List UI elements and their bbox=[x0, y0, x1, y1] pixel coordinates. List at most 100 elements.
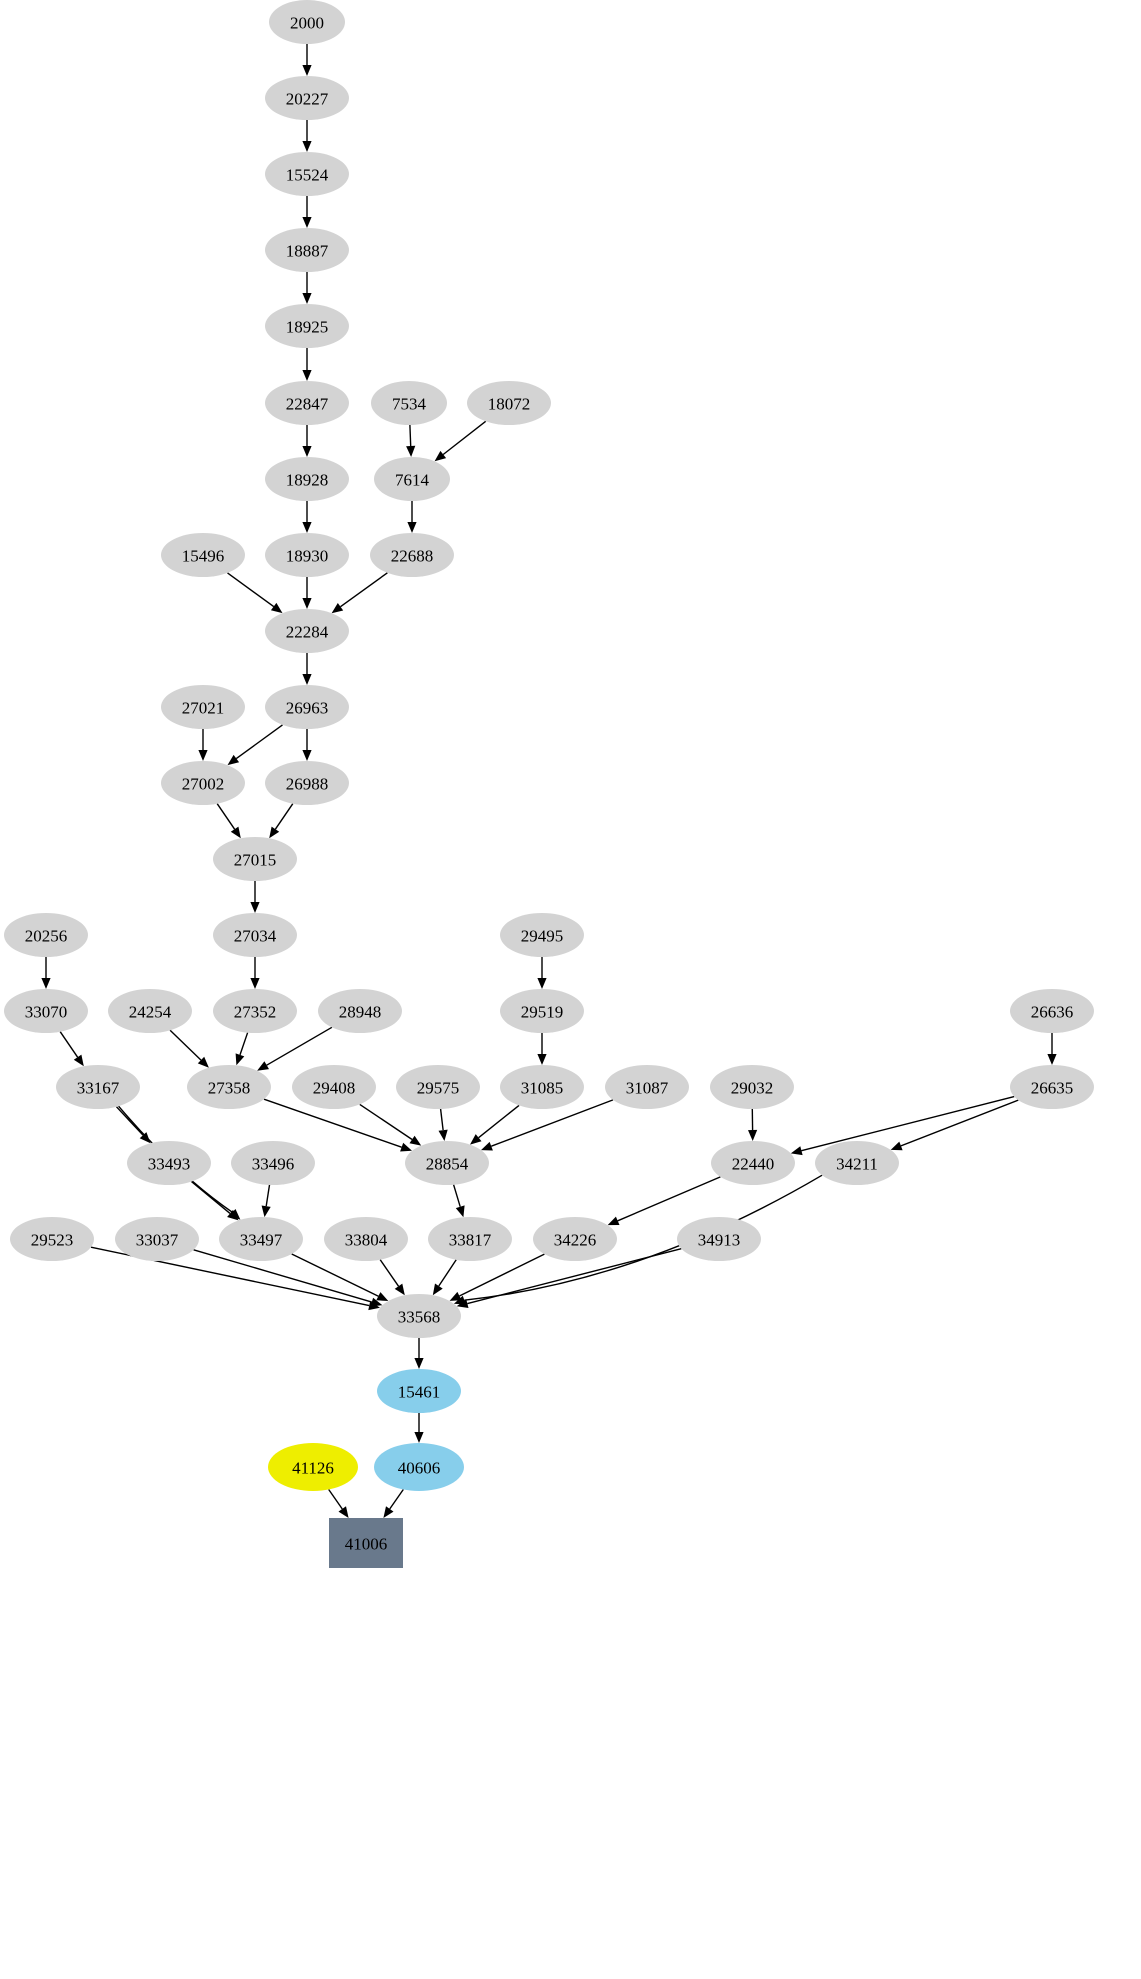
node-shape-26988[interactable] bbox=[265, 761, 349, 805]
node-shape-15461[interactable] bbox=[377, 1369, 461, 1413]
node-shape-29523[interactable] bbox=[10, 1217, 94, 1261]
node-shape-33167[interactable] bbox=[56, 1065, 140, 1109]
node-22847[interactable]: 22847 bbox=[265, 381, 349, 425]
node-27358[interactable]: 27358 bbox=[187, 1065, 271, 1109]
node-26635[interactable]: 26635 bbox=[1010, 1065, 1094, 1109]
node-shape-7534[interactable] bbox=[371, 381, 447, 425]
node-41006[interactable]: 41006 bbox=[329, 1518, 403, 1568]
node-shape-18887[interactable] bbox=[265, 228, 349, 272]
node-shape-18928[interactable] bbox=[265, 457, 349, 501]
node-shape-27015[interactable] bbox=[213, 837, 297, 881]
node-shape-22847[interactable] bbox=[265, 381, 349, 425]
node-shape-33070[interactable] bbox=[4, 989, 88, 1033]
node-shape-18072[interactable] bbox=[467, 381, 551, 425]
node-29523[interactable]: 29523 bbox=[10, 1217, 94, 1261]
node-shape-15496[interactable] bbox=[161, 533, 245, 577]
node-shape-26635[interactable] bbox=[1010, 1065, 1094, 1109]
node-18930[interactable]: 18930 bbox=[265, 533, 349, 577]
node-shape-29519[interactable] bbox=[500, 989, 584, 1033]
node-shape-20256[interactable] bbox=[4, 913, 88, 957]
node-shape-31087[interactable] bbox=[605, 1065, 689, 1109]
node-shape-41126[interactable] bbox=[268, 1443, 358, 1491]
node-27021[interactable]: 27021 bbox=[161, 685, 245, 729]
node-18887[interactable]: 18887 bbox=[265, 228, 349, 272]
node-18925[interactable]: 18925 bbox=[265, 304, 349, 348]
node-shape-24254[interactable] bbox=[108, 989, 192, 1033]
node-shape-34226[interactable] bbox=[533, 1217, 617, 1261]
node-shape-33037[interactable] bbox=[115, 1217, 199, 1261]
node-shape-33804[interactable] bbox=[324, 1217, 408, 1261]
node-2000[interactable]: 2000 bbox=[269, 0, 345, 44]
node-shape-15524[interactable] bbox=[265, 152, 349, 196]
node-shape-26963[interactable] bbox=[265, 685, 349, 729]
node-26988[interactable]: 26988 bbox=[265, 761, 349, 805]
node-shape-27034[interactable] bbox=[213, 913, 297, 957]
node-7534[interactable]: 7534 bbox=[371, 381, 447, 425]
node-40606[interactable]: 40606 bbox=[374, 1443, 464, 1491]
node-shape-22688[interactable] bbox=[370, 533, 454, 577]
node-29575[interactable]: 29575 bbox=[396, 1065, 480, 1109]
node-27015[interactable]: 27015 bbox=[213, 837, 297, 881]
node-34211[interactable]: 34211 bbox=[815, 1141, 899, 1185]
node-shape-27002[interactable] bbox=[161, 761, 245, 805]
node-shape-33817[interactable] bbox=[428, 1217, 512, 1261]
node-27352[interactable]: 27352 bbox=[213, 989, 297, 1033]
node-27002[interactable]: 27002 bbox=[161, 761, 245, 805]
node-24254[interactable]: 24254 bbox=[108, 989, 192, 1033]
node-shape-31085[interactable] bbox=[500, 1065, 584, 1109]
node-shape-27358[interactable] bbox=[187, 1065, 271, 1109]
node-shape-26636[interactable] bbox=[1010, 989, 1094, 1033]
node-shape-2000[interactable] bbox=[269, 0, 345, 44]
node-33493[interactable]: 33493 bbox=[127, 1141, 211, 1185]
node-shape-7614[interactable] bbox=[374, 457, 450, 501]
node-31087[interactable]: 31087 bbox=[605, 1065, 689, 1109]
node-34226[interactable]: 34226 bbox=[533, 1217, 617, 1261]
node-26963[interactable]: 26963 bbox=[265, 685, 349, 729]
node-33070[interactable]: 33070 bbox=[4, 989, 88, 1033]
node-26636[interactable]: 26636 bbox=[1010, 989, 1094, 1033]
node-shape-41006[interactable] bbox=[329, 1518, 403, 1568]
node-shape-18925[interactable] bbox=[265, 304, 349, 348]
node-shape-40606[interactable] bbox=[374, 1443, 464, 1491]
node-shape-22440[interactable] bbox=[711, 1141, 795, 1185]
node-shape-22284[interactable] bbox=[265, 609, 349, 653]
node-34913[interactable]: 34913 bbox=[677, 1217, 761, 1261]
node-33496[interactable]: 33496 bbox=[231, 1141, 315, 1185]
node-33037[interactable]: 33037 bbox=[115, 1217, 199, 1261]
node-22440[interactable]: 22440 bbox=[711, 1141, 795, 1185]
node-shape-33568[interactable] bbox=[377, 1294, 461, 1338]
node-33497[interactable]: 33497 bbox=[219, 1217, 303, 1261]
node-7614[interactable]: 7614 bbox=[374, 457, 450, 501]
node-shape-34913[interactable] bbox=[677, 1217, 761, 1261]
node-20227[interactable]: 20227 bbox=[265, 76, 349, 120]
node-shape-29495[interactable] bbox=[500, 913, 584, 957]
node-shape-20227[interactable] bbox=[265, 76, 349, 120]
node-33568[interactable]: 33568 bbox=[377, 1294, 461, 1338]
node-29519[interactable]: 29519 bbox=[500, 989, 584, 1033]
node-33817[interactable]: 33817 bbox=[428, 1217, 512, 1261]
node-29495[interactable]: 29495 bbox=[500, 913, 584, 957]
node-33167[interactable]: 33167 bbox=[56, 1065, 140, 1109]
node-18072[interactable]: 18072 bbox=[467, 381, 551, 425]
node-27034[interactable]: 27034 bbox=[213, 913, 297, 957]
node-15496[interactable]: 15496 bbox=[161, 533, 245, 577]
node-29408[interactable]: 29408 bbox=[292, 1065, 376, 1109]
node-shape-28854[interactable] bbox=[405, 1141, 489, 1185]
node-22284[interactable]: 22284 bbox=[265, 609, 349, 653]
node-33804[interactable]: 33804 bbox=[324, 1217, 408, 1261]
node-shape-33496[interactable] bbox=[231, 1141, 315, 1185]
node-shape-27352[interactable] bbox=[213, 989, 297, 1033]
node-shape-34211[interactable] bbox=[815, 1141, 899, 1185]
node-shape-28948[interactable] bbox=[318, 989, 402, 1033]
node-15461[interactable]: 15461 bbox=[377, 1369, 461, 1413]
node-20256[interactable]: 20256 bbox=[4, 913, 88, 957]
node-18928[interactable]: 18928 bbox=[265, 457, 349, 501]
node-shape-18930[interactable] bbox=[265, 533, 349, 577]
node-22688[interactable]: 22688 bbox=[370, 533, 454, 577]
node-41126[interactable]: 41126 bbox=[268, 1443, 358, 1491]
node-28948[interactable]: 28948 bbox=[318, 989, 402, 1033]
node-shape-27021[interactable] bbox=[161, 685, 245, 729]
node-shape-29408[interactable] bbox=[292, 1065, 376, 1109]
node-28854[interactable]: 28854 bbox=[405, 1141, 489, 1185]
node-shape-29575[interactable] bbox=[396, 1065, 480, 1109]
